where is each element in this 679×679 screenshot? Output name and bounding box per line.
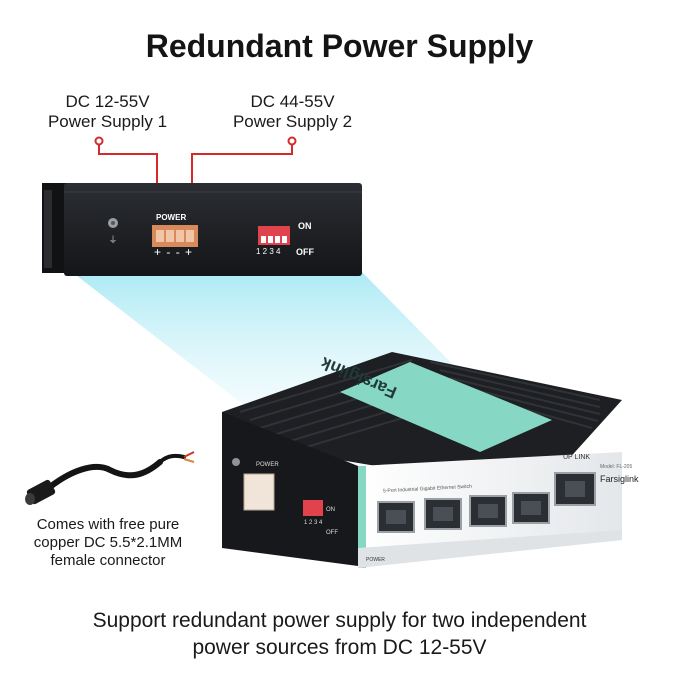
accessory-caption-line3: female connector <box>50 552 166 569</box>
front-power-label: POWER <box>366 557 385 563</box>
switch-body <box>222 352 622 568</box>
supply1-label: DC 12-55V Power Supply 1 <box>30 92 185 132</box>
terminal-mark-2: - <box>166 245 172 259</box>
dc-connector-cable <box>25 451 195 505</box>
dip-on-label: ON <box>298 221 312 231</box>
terminal-mark-4: + <box>185 245 194 259</box>
terminal-polarity: + - - + <box>154 245 193 259</box>
svg-text:⏚: ⏚ <box>108 235 117 246</box>
top-panel: ⏚ <box>42 183 362 276</box>
terminal-mark-1: + <box>154 245 163 259</box>
footer-text: Support redundant power supply for two i… <box>0 607 679 661</box>
side-dip-numbers: 1 2 3 4 <box>304 520 323 526</box>
supply1-voltage: DC 12-55V <box>65 92 150 111</box>
dip-off-label: OFF <box>296 247 314 257</box>
supply2-label: DC 44-55V Power Supply 2 <box>220 92 365 132</box>
supply1-name: Power Supply 1 <box>47 112 168 131</box>
ethernet-ports <box>377 472 596 533</box>
page-title: Redundant Power Supply <box>145 28 534 64</box>
footer-line1: Support redundant power supply for two i… <box>92 609 587 632</box>
accessory-caption-line1: Comes with free pure <box>36 516 180 533</box>
front-brand-label: Farsiglink <box>600 474 639 484</box>
brand-strip <box>340 362 552 452</box>
terminal-mark-3: - <box>175 245 181 259</box>
side-power-label: POWER <box>256 462 279 468</box>
accessory-caption: Comes with free pure copper DC 5.5*2.1MM… <box>8 516 208 570</box>
footer-line2: power sources from DC 12-55V <box>192 636 487 659</box>
model-label: Model: FL-205 <box>600 464 633 470</box>
uplink-label: UP LINK <box>563 454 591 461</box>
supply2-name: Power Supply 2 <box>232 112 353 131</box>
side-dip-on: ON <box>326 507 335 513</box>
dip-numbers: 1 2 3 4 <box>256 247 281 256</box>
side-dip-off: OFF <box>326 530 338 536</box>
top-power-label: POWER <box>156 213 187 222</box>
supply2-voltage: DC 44-55V <box>250 92 335 111</box>
accessory-caption-line2: copper DC 5.5*2.1MM <box>33 534 183 551</box>
